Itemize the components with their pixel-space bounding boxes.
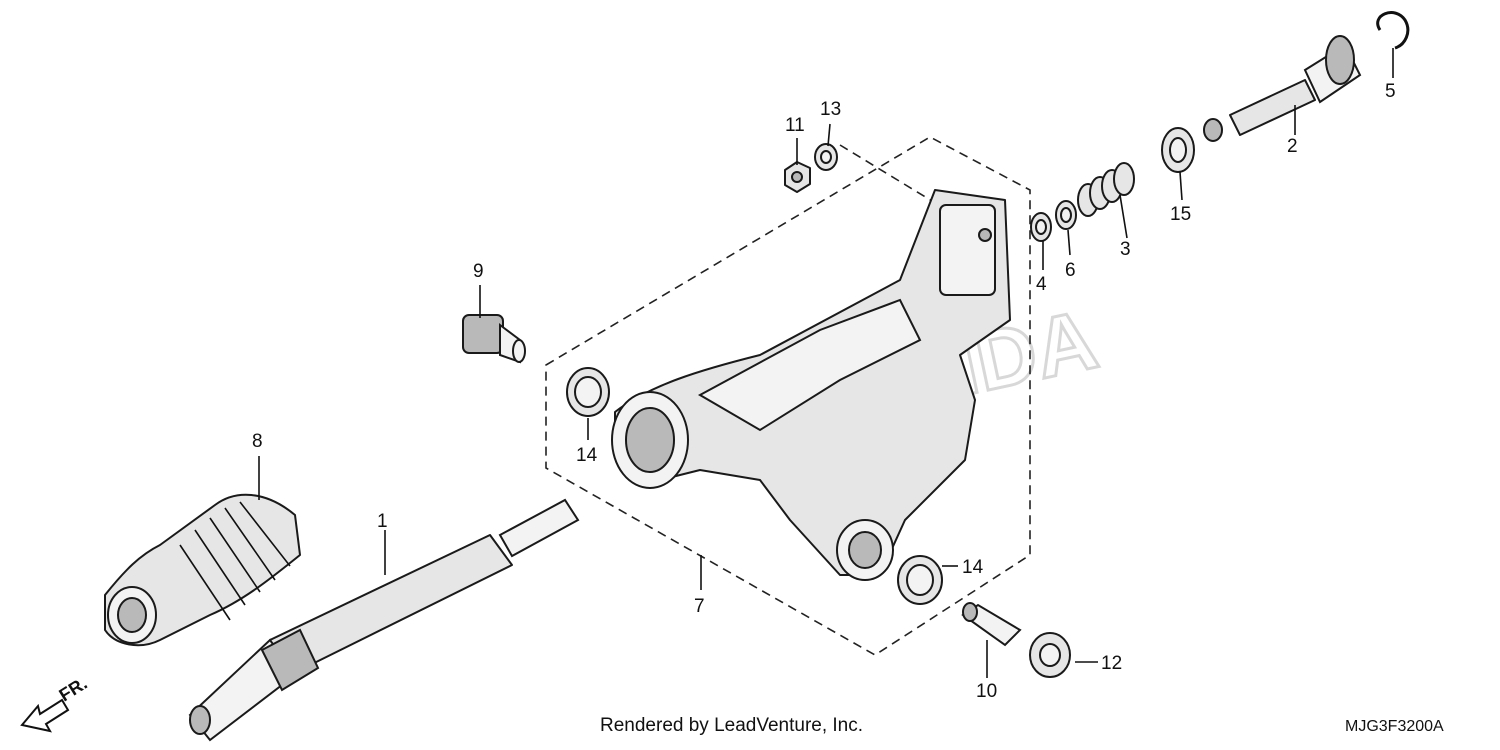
nut-12-part[interactable] [1029, 632, 1071, 678]
bearing-14-right-part[interactable] [897, 555, 943, 605]
circlip-5-part[interactable] [1376, 11, 1410, 50]
leader-15 [1179, 171, 1183, 201]
drive-shaft-part[interactable] [188, 498, 580, 742]
bolt-10-part[interactable] [961, 602, 1022, 647]
callout-3[interactable]: 3 [1120, 239, 1131, 260]
callout-11[interactable]: 11 [785, 115, 805, 136]
seal-15-part[interactable] [1161, 127, 1195, 173]
callout-6[interactable]: 6 [1065, 260, 1076, 281]
callout-2[interactable]: 2 [1287, 136, 1298, 157]
callout-13[interactable]: 13 [820, 99, 841, 120]
callout-8[interactable]: 8 [252, 431, 263, 452]
leader-6 [1067, 229, 1071, 256]
swingarm-part[interactable] [611, 189, 1011, 581]
nut-11-part[interactable] [784, 161, 811, 193]
spring-3-part[interactable] [1077, 162, 1135, 217]
front-direction-indicator: FR. [20, 673, 91, 733]
callout-5[interactable]: 5 [1385, 81, 1396, 102]
shaft-2-part[interactable] [1203, 35, 1362, 142]
washer-13-part[interactable] [814, 143, 838, 171]
callout-1[interactable]: 1 [377, 511, 388, 532]
callout-14-right[interactable]: 14 [962, 557, 984, 578]
callout-14-left[interactable]: 14 [576, 445, 598, 466]
leader-3 [1119, 194, 1128, 239]
callout-9[interactable]: 9 [473, 261, 484, 282]
callout-15[interactable]: 15 [1170, 204, 1191, 225]
callout-4[interactable]: 4 [1036, 274, 1047, 295]
callout-10[interactable]: 10 [976, 681, 997, 702]
callout-12[interactable]: 12 [1101, 653, 1122, 674]
bearing-14-left-part[interactable] [566, 367, 610, 417]
bolt-9-part[interactable] [462, 314, 526, 364]
boot-part[interactable] [104, 493, 301, 647]
washer-4-part[interactable] [1030, 212, 1052, 242]
washer-6-part[interactable] [1055, 200, 1077, 230]
callout-7[interactable]: 7 [694, 596, 705, 617]
diagram-code: MJG3F3200A [1345, 718, 1444, 735]
assembly-outline [545, 136, 1031, 656]
leader-13 [827, 123, 831, 147]
front-arrow-icon [20, 698, 70, 733]
footer-credit: Rendered by LeadVenture, Inc. [600, 715, 863, 736]
